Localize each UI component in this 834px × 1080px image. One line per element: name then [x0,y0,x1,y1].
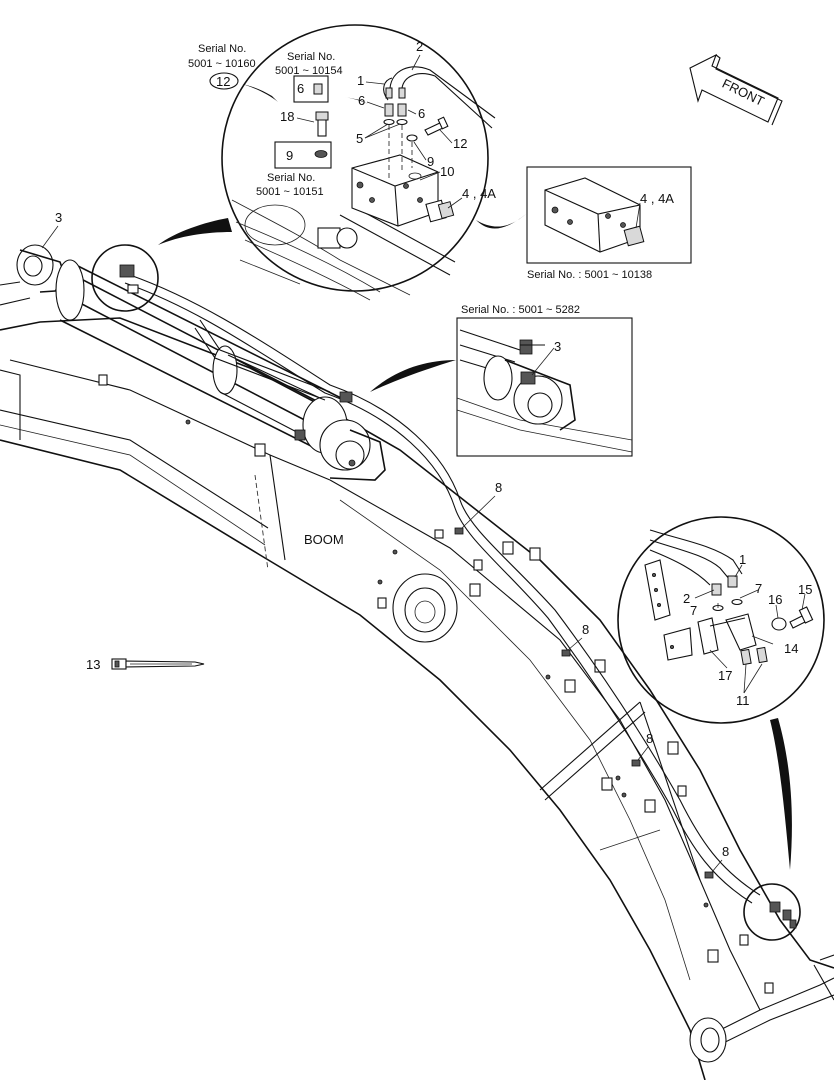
callout-15: 15 [798,582,812,597]
serial-label-1: Serial No. [198,43,246,55]
callout-17: 17 [718,668,732,683]
hose-lines [124,274,761,904]
callout-8-a: 8 [495,480,502,495]
detail-box-cylinder-head [370,317,633,457]
callout-1-clamp: 1 [739,552,746,567]
callout-2-top: 2 [416,39,423,54]
detail-circle-clamp [617,516,825,870]
callout-8-c: 8 [646,731,653,746]
callout-10: 10 [440,164,454,179]
callout-12-bolt: 12 [453,136,467,151]
callout-7-right: 7 [755,581,762,596]
detail-circle-valve [158,24,496,301]
part-box-9 [274,141,332,169]
callout-3-box: 3 [554,339,561,354]
callout-4-4a-circle: 4 , 4A [462,186,496,201]
callout-2-clamp: 2 [683,591,690,606]
part-box-6 [293,75,329,103]
callout-16: 16 [768,592,782,607]
front-arrow: FRONT [689,53,783,126]
callout-4-4a-box: 4 , 4A [640,191,674,206]
callout-12-circled: 12 [216,74,230,89]
zoom-ring-top [91,244,159,312]
callout-6-left: 6 [358,93,365,108]
labels: BOOM Serial No. 5001 ~ 10160 Serial No. … [41,39,812,873]
callout-9: 9 [427,154,434,169]
boom-cylinder [0,244,386,481]
serial-range-3: 5001 ~ 10151 [256,186,324,198]
serial-label-5: Serial No. : 5001 ~ 5282 [461,304,580,316]
serial-label-3: Serial No. [267,172,315,184]
callout-11: 11 [736,693,750,708]
callout-8-b: 8 [582,622,589,637]
cable-tie [111,658,205,670]
zoom-ring-bottom [743,883,801,941]
detail-box-valve-alt [476,166,692,264]
callout-3-cylinder: 3 [55,210,62,225]
callout-18: 18 [280,109,294,124]
boom-structure [0,317,834,1080]
callout-9-box: 9 [286,148,293,163]
boom-label: BOOM [304,532,344,547]
callout-8-d: 8 [722,844,729,859]
serial-label-4: Serial No. : 5001 ~ 10138 [527,269,652,281]
serial-range-1: 5001 ~ 10160 [188,58,256,70]
serial-range-2: 5001 ~ 10154 [275,65,343,77]
callout-1-top: 1 [357,73,364,88]
callout-5: 5 [356,131,363,146]
callout-6-box: 6 [297,81,304,96]
serial-label-2: Serial No. [287,51,335,63]
callout-6-right: 6 [418,106,425,121]
callout-13: 13 [86,657,100,672]
callout-7-left: 7 [690,603,697,618]
callout-14: 14 [784,641,798,656]
